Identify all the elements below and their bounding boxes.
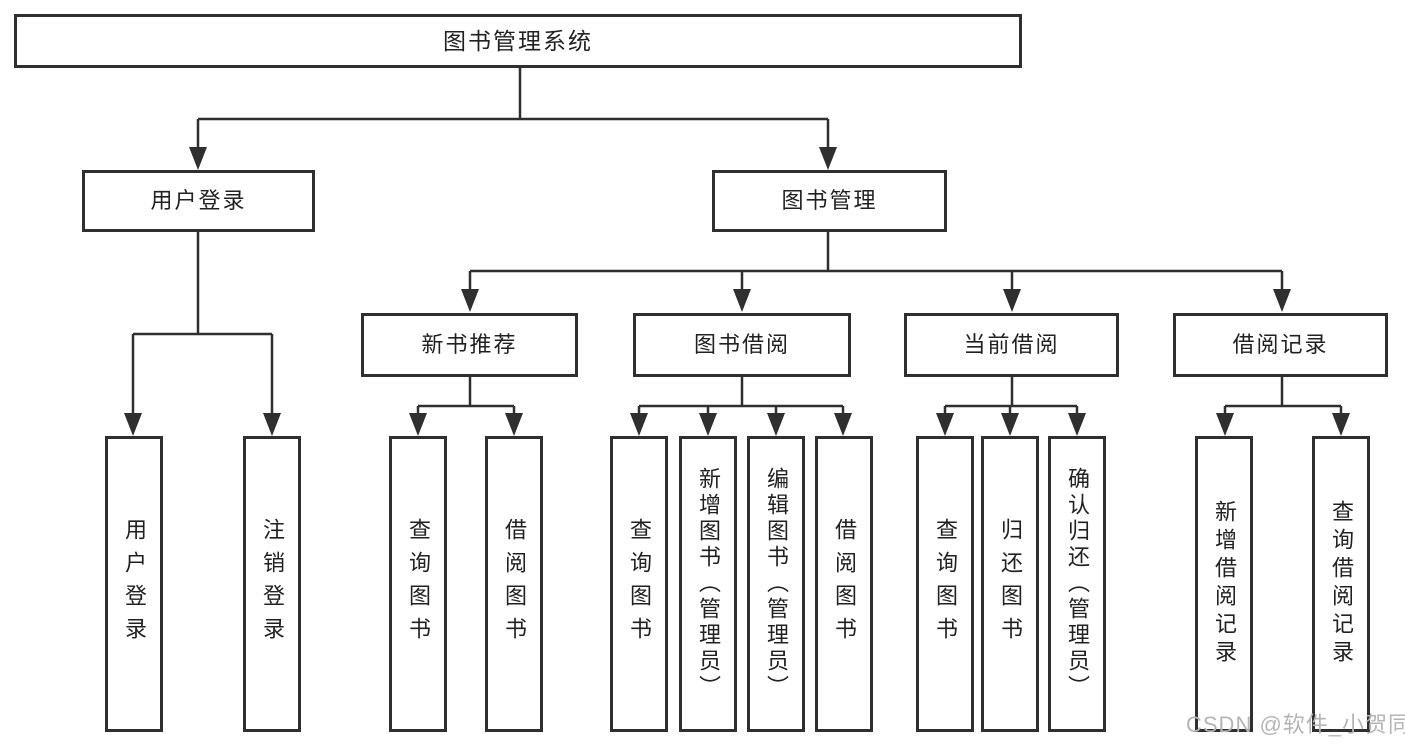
leaf-current-confirm-return-admin: 确认归还（管理员） (1048, 436, 1106, 732)
leaf-recommend-query-books: 查询图书 (389, 436, 447, 732)
leaf-borrowing-add-books-admin: 新增图书（管理员） (679, 436, 737, 732)
node-book-management-system: 图书管理系统 (14, 14, 1022, 68)
leaf-records-query-borrow-record: 查询借阅记录 (1312, 436, 1370, 732)
leaf-borrowing-query-books: 查询图书 (610, 436, 668, 732)
node-book-management: 图书管理 (712, 170, 947, 232)
leaf-borrowing-borrow-books: 借阅图书 (815, 436, 873, 732)
node-current-borrowing: 当前借阅 (904, 313, 1119, 377)
leaf-current-query-books: 查询图书 (916, 436, 974, 732)
node-new-book-recommend: 新书推荐 (361, 313, 578, 377)
arrowheads (124, 147, 1350, 436)
connector-lines (131, 68, 1343, 415)
leaf-records-add-borrow-record: 新增借阅记录 (1195, 436, 1253, 732)
node-borrowing-records: 借阅记录 (1173, 313, 1388, 377)
watermark: CSDN @软件_小贺同学 (1186, 712, 1405, 737)
node-user-login: 用户登录 (82, 170, 315, 232)
leaf-borrowing-edit-books-admin: 编辑图书（管理员） (747, 436, 805, 732)
leaf-current-return-books: 归还图书 (981, 436, 1039, 732)
node-book-borrowing: 图书借阅 (633, 313, 851, 377)
leaf-logout: 注销登录 (243, 436, 301, 732)
leaf-user-login: 用户登录 (105, 436, 163, 732)
leaf-recommend-borrow-books: 借阅图书 (485, 436, 543, 732)
